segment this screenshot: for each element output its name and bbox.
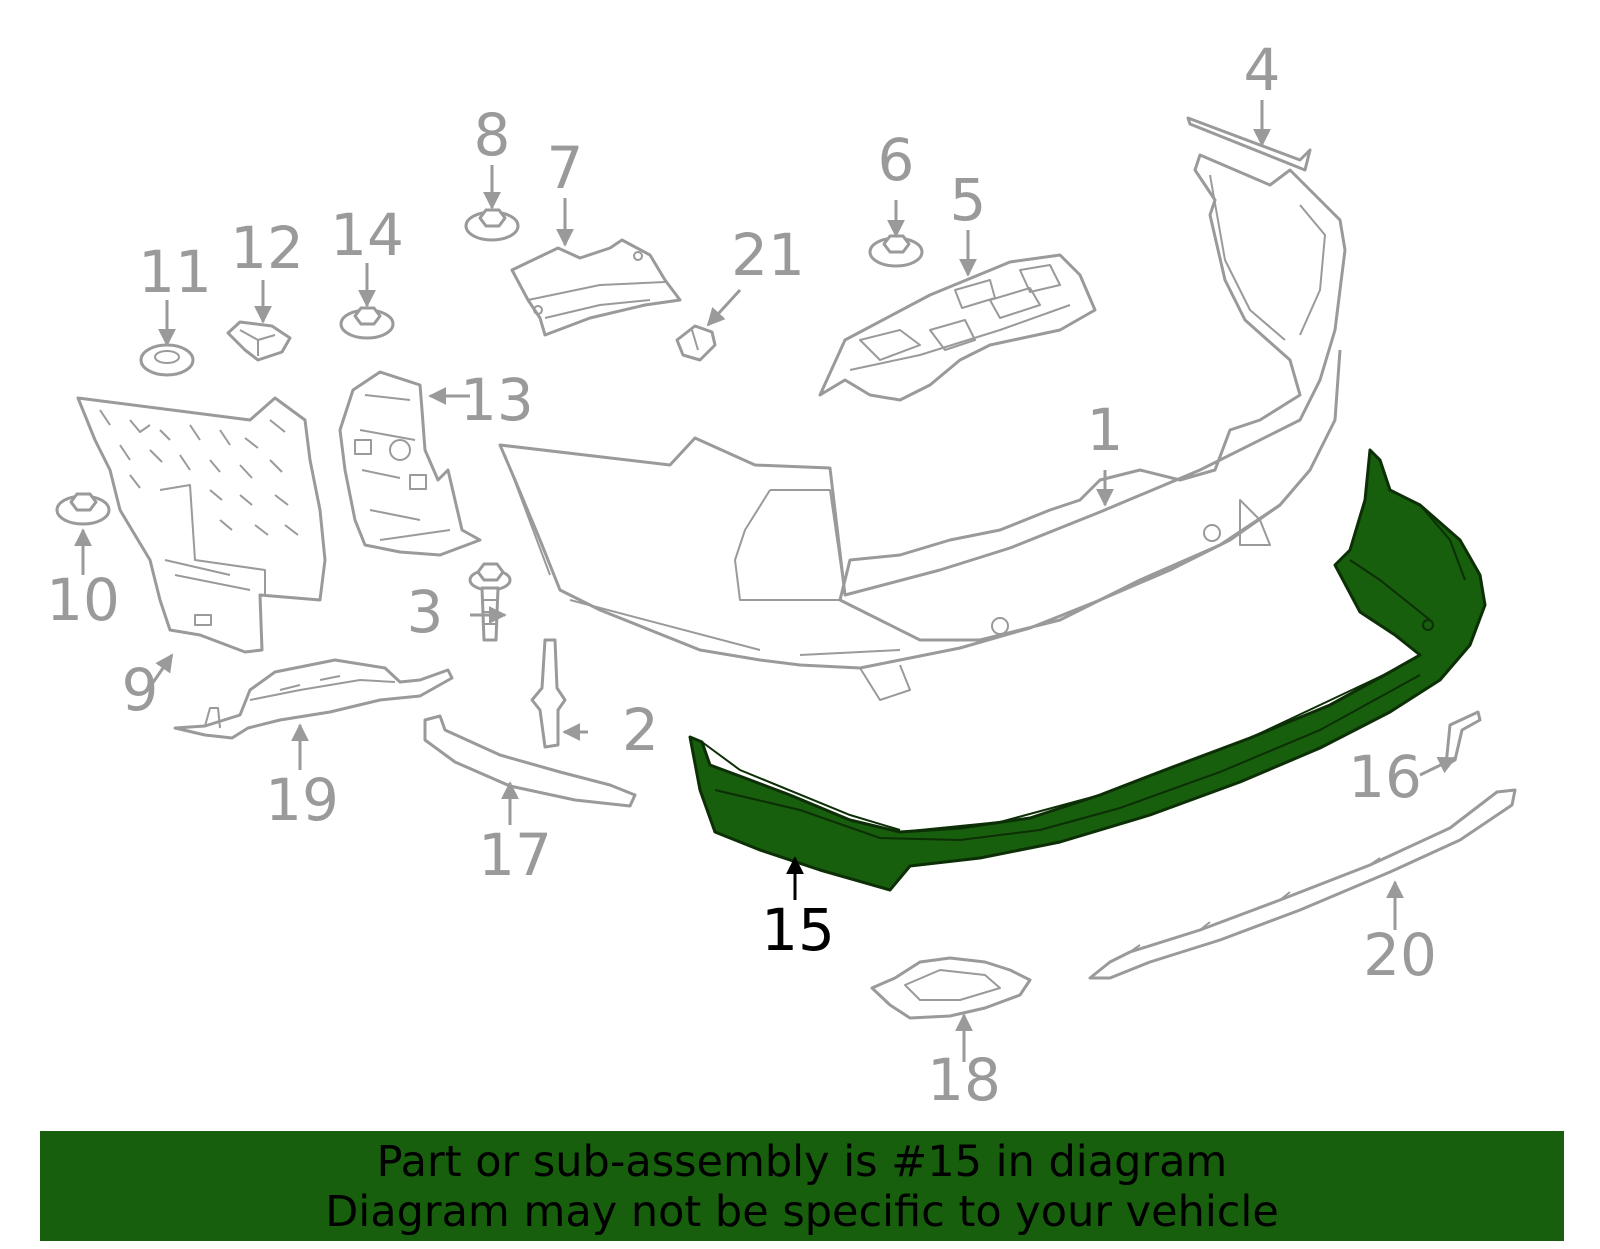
part-10-nut bbox=[55, 492, 111, 526]
callout-8: 8 bbox=[474, 101, 511, 169]
callout-16: 16 bbox=[1348, 743, 1422, 811]
part-20-trim-strip bbox=[1088, 788, 1517, 980]
banner-line-part: Part or sub-assembly is #15 in diagram bbox=[376, 1137, 1228, 1187]
callout-labels: 1 2 3 4 5 6 7 8 9 10 11 12 13 14 15 16 1… bbox=[46, 36, 1437, 1114]
info-banner: Part or sub-assembly is #15 in diagram D… bbox=[40, 1131, 1564, 1241]
part-2-push-pin bbox=[530, 638, 567, 749]
callout-19: 19 bbox=[265, 766, 339, 834]
callout-12: 12 bbox=[230, 214, 304, 282]
callout-17: 17 bbox=[478, 821, 552, 889]
part-13-bracket bbox=[338, 370, 482, 557]
part-4-trim-strip bbox=[1186, 116, 1312, 172]
part-11-washer bbox=[139, 343, 195, 377]
callout-4: 4 bbox=[1244, 36, 1281, 104]
callout-2: 2 bbox=[622, 696, 659, 764]
callout-15: 15 bbox=[761, 896, 835, 964]
part-19-bracket bbox=[173, 658, 454, 740]
part-1-bumper-cover bbox=[498, 153, 1347, 701]
callout-9: 9 bbox=[122, 656, 159, 724]
part-5-energy-absorber bbox=[818, 253, 1097, 402]
part-8-nut bbox=[464, 208, 520, 242]
part-9-bracket bbox=[76, 396, 327, 654]
part-6-nut bbox=[868, 234, 924, 268]
callout-6: 6 bbox=[878, 126, 915, 194]
part-21-clip bbox=[675, 324, 717, 362]
part-17-trim-strip bbox=[423, 714, 637, 808]
callout-10: 10 bbox=[46, 566, 120, 634]
part-16-clip bbox=[1444, 710, 1482, 767]
part-18-reflector bbox=[870, 956, 1032, 1020]
callout-5: 5 bbox=[950, 166, 987, 234]
callout-11: 11 bbox=[138, 238, 212, 306]
leader-lines bbox=[74, 100, 1457, 1062]
part-15-lower-valance bbox=[688, 448, 1487, 892]
banner-line-disclaimer: Diagram may not be specific to your vehi… bbox=[325, 1187, 1279, 1237]
part-3-bolt bbox=[468, 562, 512, 642]
part-7-bracket bbox=[510, 238, 682, 337]
part-12-clip bbox=[226, 320, 292, 362]
callout-21: 21 bbox=[731, 221, 805, 289]
callout-20: 20 bbox=[1363, 921, 1437, 989]
callout-14: 14 bbox=[330, 201, 404, 269]
callout-18: 18 bbox=[927, 1046, 1001, 1114]
callout-13: 13 bbox=[460, 366, 534, 434]
callout-7: 7 bbox=[547, 134, 584, 202]
callout-1: 1 bbox=[1087, 396, 1124, 464]
callout-3: 3 bbox=[407, 578, 444, 646]
parts-diagram: 1 2 3 4 5 6 7 8 9 10 11 12 13 14 15 16 1… bbox=[46, 36, 1517, 1114]
part-14-nut bbox=[339, 306, 395, 340]
